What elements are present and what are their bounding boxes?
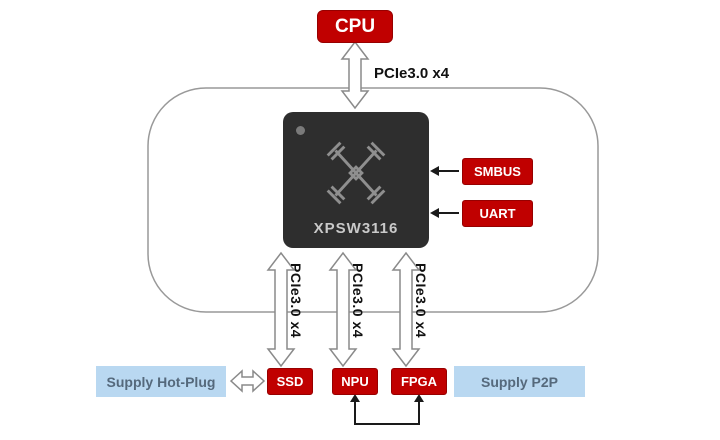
downstream-pcie-label-ssd: PCIe3.0 x4 (288, 263, 304, 339)
switch-chip: XPSW3116 (283, 112, 429, 248)
fpga-box: FPGA (391, 368, 447, 395)
cpu-box: CPU (317, 10, 393, 43)
upstream-pcie-label: PCIe3.0 x4 (374, 65, 450, 82)
ssd-box: SSD (267, 368, 313, 395)
chip-logo-pattern (326, 141, 386, 205)
pcie-downstream-arrow-ssd (266, 251, 296, 368)
switch-boundary (147, 87, 599, 313)
uart-box: UART (462, 200, 533, 227)
pcie-downstream-arrow-fpga (391, 251, 421, 368)
npu-fpga-connector (350, 394, 424, 425)
npu-box: NPU (332, 368, 378, 395)
smbus-box: SMBUS (462, 158, 533, 185)
chip-label: XPSW3116 (313, 220, 399, 237)
supply-p2p-box: Supply P2P (454, 366, 585, 397)
downstream-pcie-label-npu: PCIe3.0 x4 (350, 263, 366, 339)
pcie-downstream-arrow-npu (328, 251, 358, 368)
downstream-pcie-label-fpga: PCIe3.0 x4 (413, 263, 429, 339)
cpu-label: CPU (334, 15, 376, 37)
smbus-arrow (430, 166, 459, 176)
pcie-upstream-arrow (340, 40, 370, 110)
hotplug-arrow (229, 369, 266, 393)
supply-hotplug-box: Supply Hot-Plug (96, 366, 226, 397)
uart-arrow (430, 208, 459, 218)
chip-pin1-dot (296, 126, 305, 135)
